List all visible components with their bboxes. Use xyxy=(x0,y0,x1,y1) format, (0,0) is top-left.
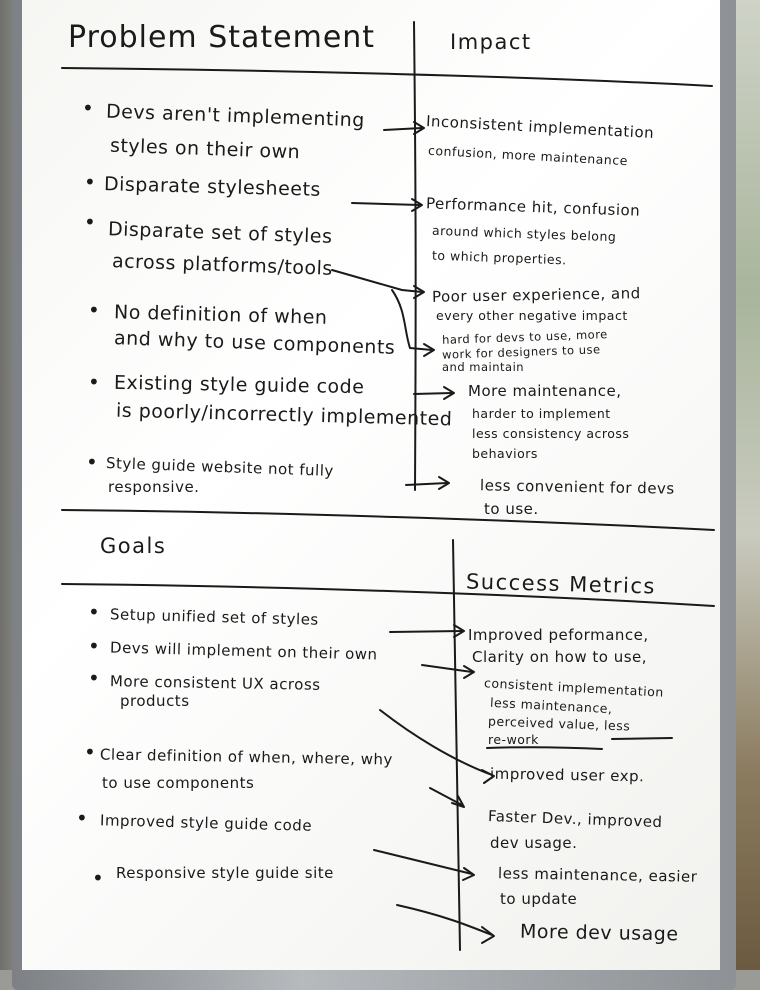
bullet-icon: • xyxy=(84,740,97,764)
goal-item-3-line2: products xyxy=(120,692,190,710)
metric-item-6-line2: to update xyxy=(500,890,578,908)
problem-statement-heading: Problem Statement xyxy=(68,20,376,55)
bullet-icon: • xyxy=(88,634,101,658)
metric-item-3-line4: re-work xyxy=(488,732,539,747)
top-vertical-divider xyxy=(413,21,417,491)
bullet-icon: • xyxy=(88,370,101,394)
goal-item-3-line1: More consistent UX across xyxy=(109,672,321,694)
problem-item-6-line2: responsive. xyxy=(108,478,200,496)
metric-item-1: Improved peformance, xyxy=(468,626,649,644)
goal-item-4-line2: to use components xyxy=(102,774,255,792)
whiteboard: Problem Statement Impact Goals Success M… xyxy=(22,0,720,970)
bullet-icon: • xyxy=(92,866,105,890)
impact-item-3-line1: Poor user experience, and xyxy=(431,284,641,306)
bullet-icon: • xyxy=(88,666,101,690)
problem-item-5-line1: Existing style guide code xyxy=(113,371,365,399)
impact-item-5-line3: less consistency across xyxy=(472,426,630,441)
impact-heading: Impact xyxy=(450,30,532,54)
bullet-icon: • xyxy=(88,600,101,624)
top-horizontal-line xyxy=(61,67,713,87)
impact-item-5-line2: harder to implement xyxy=(472,406,611,421)
impact-item-4-line3: and maintain xyxy=(442,360,525,374)
success-metrics-heading: Success Metrics xyxy=(465,569,657,599)
metric-item-7: More dev usage xyxy=(519,920,679,946)
metric-item-2: Clarity on how to use, xyxy=(472,648,648,666)
goal-item-6: Responsive style guide site xyxy=(116,864,334,882)
whiteboard-drawn-lines xyxy=(61,21,715,951)
bullet-icon: • xyxy=(76,806,89,830)
bullet-icon: • xyxy=(84,210,97,234)
metric-item-6-line1: less maintenance, easier xyxy=(497,864,698,886)
goals-heading: Goals xyxy=(100,534,167,558)
impact-item-5-line1: More maintenance, xyxy=(468,382,622,400)
middle-horizontal-line xyxy=(61,509,715,531)
goals-horizontal-line xyxy=(61,583,715,607)
bullet-icon: • xyxy=(84,170,97,194)
bullet-icon: • xyxy=(82,96,95,120)
bullet-icon: • xyxy=(88,298,101,322)
impact-item-3-line2: every other negative impact xyxy=(436,308,628,323)
bottom-vertical-divider xyxy=(452,539,461,951)
metric-item-4: improved user exp. xyxy=(489,764,645,786)
impact-item-5-line4: behaviors xyxy=(472,446,538,461)
metric-item-5-line2: dev usage. xyxy=(490,834,578,852)
impact-item-6-line2: to use. xyxy=(484,500,539,518)
impact-item-6-line1: less convenient for devs xyxy=(479,476,675,498)
bullet-icon: • xyxy=(86,450,99,474)
